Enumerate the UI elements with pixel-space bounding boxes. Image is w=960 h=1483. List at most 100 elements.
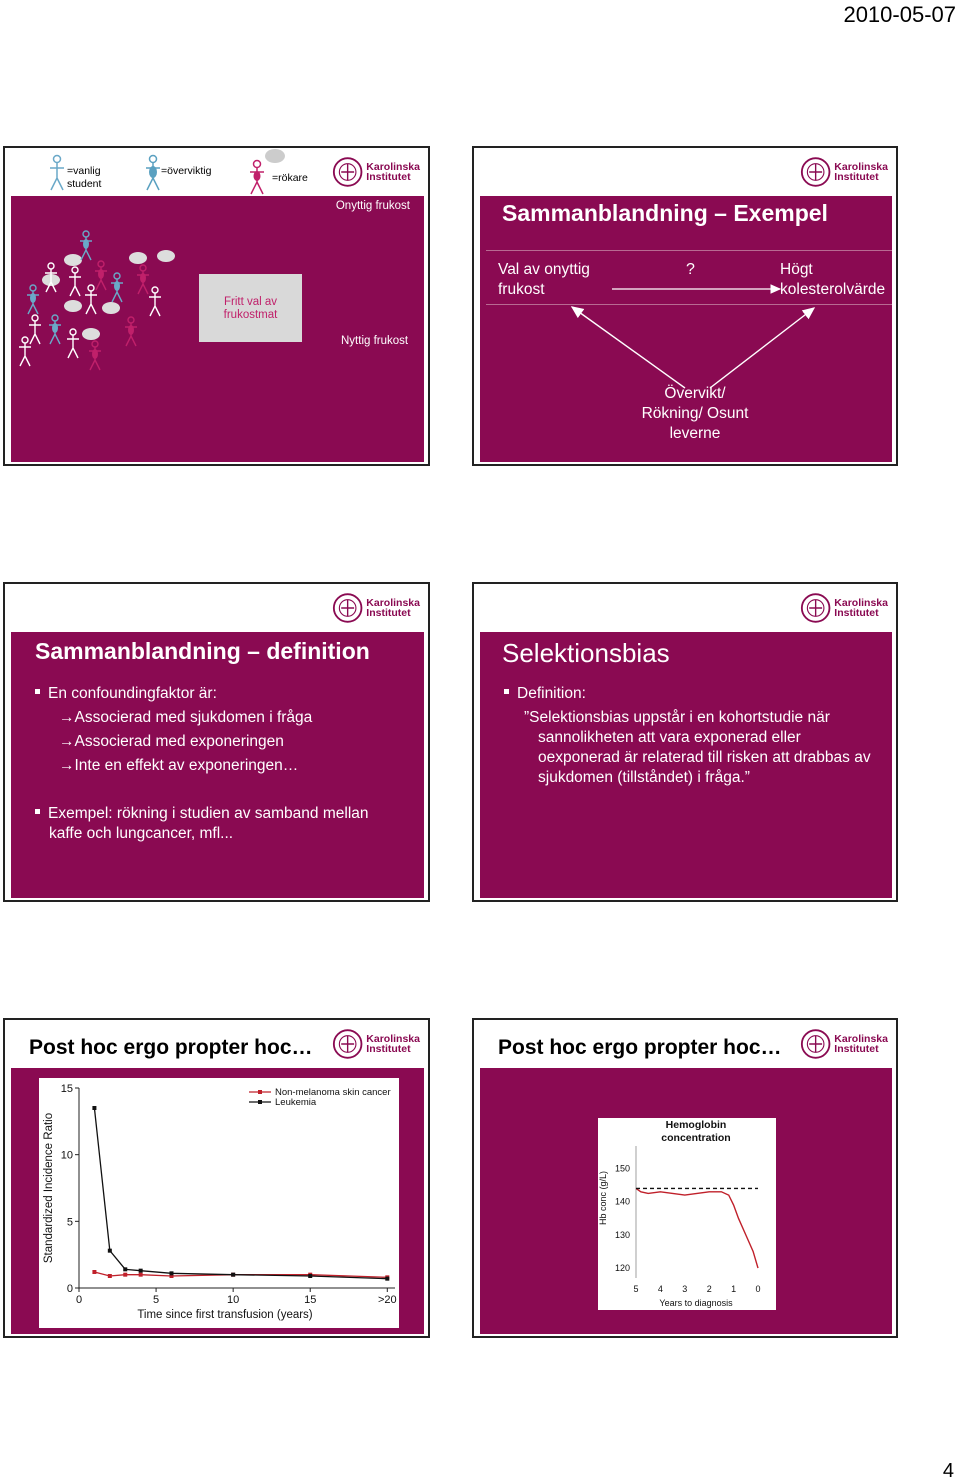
series-line-1 (635, 1187, 759, 1269)
exposure-label: Val av onyttig frukost (498, 261, 590, 298)
slide-4-panel: Selektionsbias Definition: ”Selektionsbi… (480, 632, 892, 898)
y-tick-label: 5 (67, 1216, 73, 1228)
question-mark: ? (686, 261, 695, 278)
x-tick-label: 5 (153, 1294, 159, 1306)
x-tick-label: >20 (378, 1294, 397, 1306)
title-divider (486, 250, 892, 251)
y-axis-label: Standardized Incidence Ratio (43, 1113, 55, 1263)
x-tick-label: 4 (658, 1284, 663, 1294)
slide-3-title: Sammanblandning – definition (35, 638, 370, 664)
sir-chart-box: 0 5 10 15 >20 0 5 10 15 Time since first transfu… (39, 1078, 399, 1328)
data-point (123, 1272, 128, 1277)
logo-line1: Karolinska (834, 161, 888, 173)
logo-line1: Karolinska (366, 1033, 420, 1045)
crowd-figures (13, 228, 183, 383)
y-axis-label: Hb conc (g/L) (598, 1171, 608, 1225)
logo-line2: Institutet (366, 171, 411, 183)
y-tick-label: 15 (61, 1083, 73, 1095)
page-date: 2010-05-07 (843, 2, 956, 27)
legend: Non-melanoma skin cancer Leukemia (249, 1087, 391, 1108)
x-tick-label: 0 (755, 1284, 760, 1294)
data-point (107, 1274, 112, 1278)
page-number: 4 (942, 1460, 954, 1482)
arrow-item-2: →Associerad med exponeringen (59, 733, 284, 750)
logo-line2: Institutet (834, 1043, 879, 1055)
title-divider (486, 304, 892, 305)
bullet-example: Exempel: rökning i studien av samband me… (35, 804, 379, 844)
x-tick-label: 2 (707, 1284, 712, 1294)
data-point (169, 1274, 174, 1278)
data-point (92, 1106, 97, 1110)
legend-item-2: Leukemia (275, 1097, 317, 1108)
logo-line2: Institutet (366, 607, 411, 619)
bullet-definition: Definition: (504, 684, 586, 704)
slide-6-title: Post hoc ergo propter hoc… (498, 1036, 782, 1059)
bullet-confounding: En confoundingfaktor är: (35, 684, 217, 704)
data-point (138, 1272, 143, 1277)
slide-2-title: Sammanblandning – Exempel (502, 200, 828, 226)
data-point (169, 1271, 174, 1276)
logo-line1: Karolinska (834, 1033, 888, 1045)
data-point (92, 1270, 97, 1274)
sir-chart: 0 5 10 15 >20 0 5 10 15 Time since first transfu… (43, 1083, 397, 1321)
y-tick-label: 0 (67, 1283, 73, 1295)
data-point (123, 1267, 128, 1272)
legend-item-1: Non-melanoma skin cancer (275, 1087, 391, 1098)
y-tick-label: 130 (615, 1230, 630, 1240)
x-tick-label: 3 (682, 1284, 687, 1294)
logo-line1: Karolinska (366, 597, 420, 609)
legend-vanlig-label: =vanlig student (67, 165, 102, 190)
x-tick-label: 15 (304, 1294, 316, 1306)
x-axis-label: Years to diagnosis (659, 1298, 733, 1308)
x-axis-label: Time since first transfusion (years) (137, 1309, 312, 1321)
logo-line1: Karolinska (366, 161, 420, 173)
y-tick-label: 150 (615, 1164, 630, 1174)
legend-vanlig-icon (47, 154, 67, 197)
x-tick-label: 0 (76, 1294, 82, 1306)
confounder-label: Övervikt/ Rökning/ Osunt leverne (641, 385, 749, 442)
nyttig-label: Nyttig frukost (341, 335, 409, 347)
data-point (107, 1248, 112, 1253)
slide-5-panel: 0 5 10 15 >20 0 5 10 15 Time since first transfu… (11, 1068, 424, 1334)
data-point (231, 1272, 236, 1277)
logo-line1: Karolinska (834, 597, 888, 609)
slide-1: =vanlig student =överviktig =rökare Karo… (3, 146, 430, 466)
data-point (138, 1268, 143, 1273)
y-tick-label: 140 (615, 1197, 630, 1207)
fritt-val-label: Fritt val av frukostmat (223, 296, 278, 321)
data-point (385, 1276, 390, 1281)
series-line-1 (94, 1271, 388, 1278)
logo-line2: Institutet (834, 171, 879, 183)
y-tick-label: 10 (61, 1150, 73, 1162)
slide-4-title: Selektionsbias (502, 638, 670, 668)
data-point (308, 1274, 313, 1278)
outcome-label: Högt kolesterolvärde (780, 261, 886, 298)
fritt-val-box: Fritt val av frukostmat (199, 274, 302, 342)
causal-diagram (570, 284, 816, 389)
onyttig-label: Onyttig frukost (335, 200, 410, 212)
arrow-item-3: →Inte en effekt av exponeringen… (59, 757, 299, 774)
slide-2-panel: Sammanblandning – Exempel Val av onyttig… (480, 196, 892, 462)
legend-overviktig-icon (143, 154, 163, 197)
y-tick-label: 120 (615, 1263, 630, 1273)
logo-line2: Institutet (834, 607, 879, 619)
legend-rokare-icon (243, 148, 287, 201)
slide-5-title: Post hoc ergo propter hoc… (29, 1036, 313, 1059)
series-line-2 (93, 1107, 388, 1280)
x-tick-label: 10 (227, 1294, 239, 1306)
